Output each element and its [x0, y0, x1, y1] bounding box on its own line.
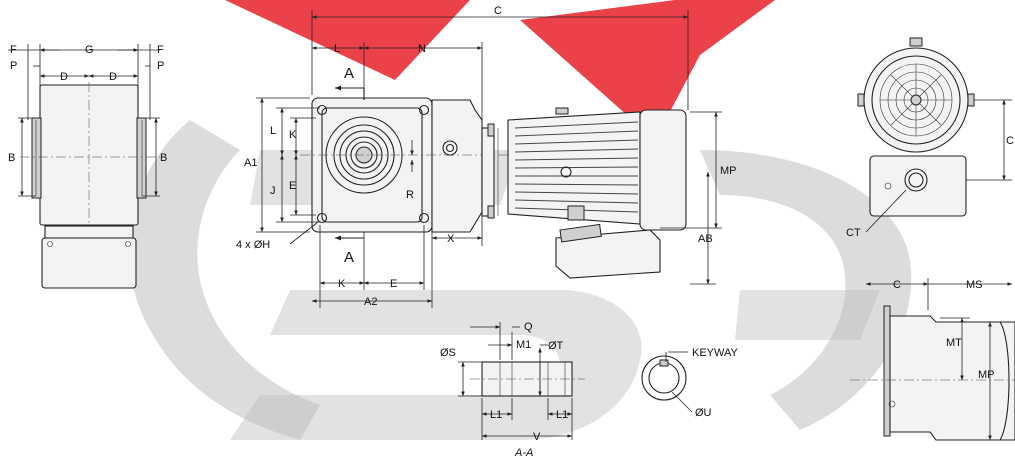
- label-k-side: K: [289, 129, 297, 141]
- watermark-grey-s-lower: [230, 290, 642, 440]
- keyway-detail: [641, 351, 693, 413]
- front-view-center: [256, 10, 722, 308]
- watermark-red-shape: [225, 0, 470, 80]
- label-4xh: 4 x ØH: [236, 239, 270, 251]
- label-d-right: D: [109, 71, 117, 83]
- label-mp-right: MP: [978, 369, 995, 381]
- section-mark-a-top: A: [344, 65, 354, 82]
- label-l1-right: L1: [556, 409, 568, 421]
- section-a-a: [458, 322, 585, 440]
- label-l-top: L: [334, 43, 340, 55]
- label-l-side: L: [270, 125, 276, 137]
- section-mark-a-bottom: A: [344, 249, 354, 266]
- label-n: N: [418, 43, 426, 55]
- label-a1: A1: [244, 157, 257, 169]
- label-r: R: [406, 189, 414, 201]
- label-x: X: [447, 233, 455, 245]
- watermark-grey-arc-left: [129, 120, 320, 440]
- label-c-top: C: [494, 5, 502, 17]
- label-v: V: [533, 431, 541, 443]
- label-ct: CT: [846, 227, 861, 239]
- partial-side-view-right: [850, 278, 1015, 441]
- label-e-side: E: [289, 180, 296, 192]
- label-e-bottom: E: [390, 278, 397, 290]
- label-keyway: KEYWAY: [692, 347, 739, 359]
- section-title-a-a: A-A: [514, 447, 533, 459]
- label-mp: MP: [720, 165, 737, 177]
- label-f-right: F: [157, 44, 164, 56]
- label-c-partial: C: [893, 279, 901, 291]
- watermark-grey-right-block: [735, 290, 880, 340]
- label-c-right: C: [1006, 135, 1014, 147]
- motor-cooling-fins: [514, 121, 639, 213]
- end-view-right: [857, 37, 1012, 233]
- label-t: ØT: [548, 340, 564, 352]
- label-p-left: P: [10, 60, 17, 72]
- label-ms: MS: [966, 279, 983, 291]
- label-s: ØS: [440, 347, 456, 359]
- label-m1: M1: [516, 339, 531, 351]
- watermark-grey-right-arc: [700, 150, 912, 430]
- watermark-red-triangle: [520, 0, 775, 140]
- label-a2: A2: [364, 296, 377, 308]
- label-l1-left: L1: [490, 409, 502, 421]
- label-q: Q: [524, 321, 533, 333]
- label-j: J: [270, 185, 276, 197]
- label-b-right: B: [160, 152, 167, 164]
- label-ab: AB: [698, 233, 713, 245]
- label-b-left: B: [8, 152, 15, 164]
- label-u: ØU: [695, 407, 712, 419]
- label-k-bottom: K: [338, 278, 346, 290]
- label-d-left: D: [60, 71, 68, 83]
- label-mt: MT: [946, 337, 962, 349]
- label-g: G: [85, 44, 94, 56]
- side-view-left: [8, 44, 160, 289]
- label-p-right: P: [157, 60, 164, 72]
- label-f-left: F: [10, 44, 17, 56]
